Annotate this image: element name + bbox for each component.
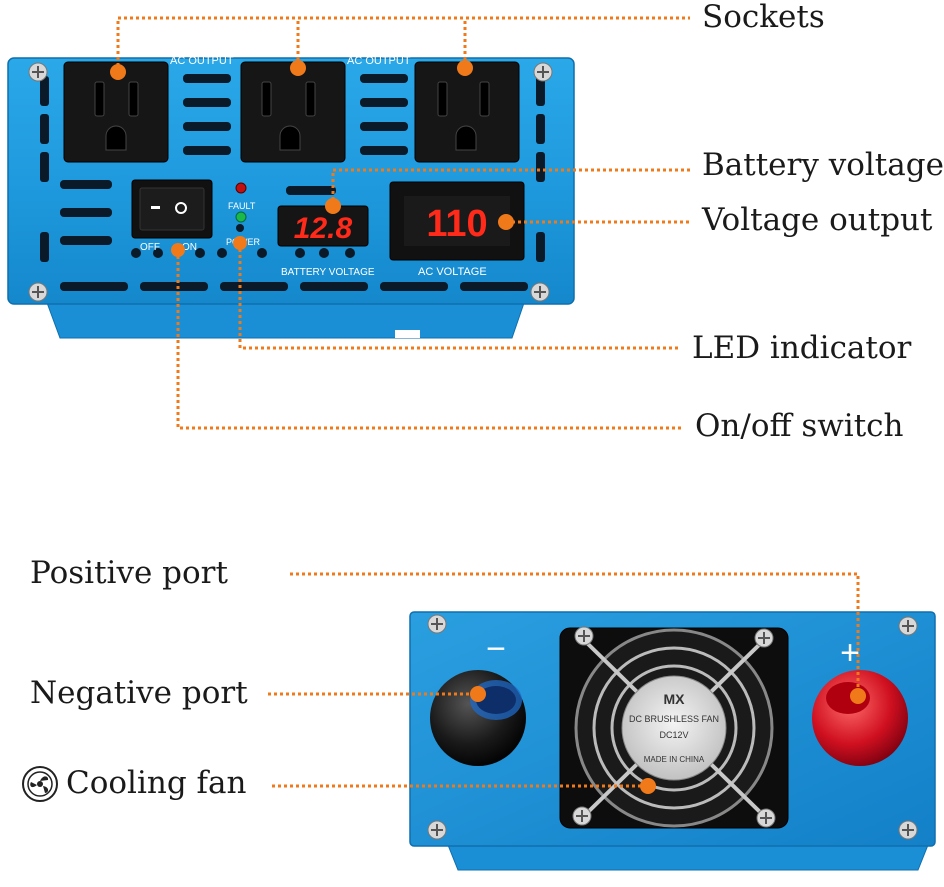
ac-socket-1 <box>63 61 169 163</box>
onoff-switch[interactable] <box>131 179 213 239</box>
ac-output-label-1: AC OUTPUT <box>170 55 234 67</box>
fan-voltage: DC12V <box>659 730 688 740</box>
callout-led-indicator: LED indicator <box>692 330 912 366</box>
battery-voltage-leader <box>331 168 692 206</box>
positive-port-leader <box>290 572 860 696</box>
leader-dots <box>110 60 866 794</box>
battery-voltage-display <box>277 205 369 247</box>
fan-icon <box>22 766 58 802</box>
leader-lines <box>116 16 860 788</box>
front-panel: AC OUTPUT AC OUTPUT OFF ON FAULT POWER 1… <box>7 55 575 339</box>
sockets-leader <box>116 16 690 72</box>
plus-symbol: + <box>840 634 860 672</box>
callout-onoff-switch: On/off switch <box>695 408 904 444</box>
power-led <box>235 211 247 223</box>
callout-negative-port: Negative port <box>30 675 248 711</box>
ac-socket-3 <box>414 61 520 163</box>
led-indicator-leader <box>238 243 678 350</box>
cooling-fan: MX DC BRUSHLESS FAN DC12V MADE IN CHINA <box>559 626 789 829</box>
fault-label: FAULT <box>228 201 256 211</box>
ac-voltage-label: AC VOLTAGE <box>418 266 487 278</box>
fault-led <box>235 182 247 194</box>
ac-output-label-2: AC OUTPUT <box>347 55 411 67</box>
callout-voltage-output: Voltage output <box>702 202 933 238</box>
rear-panel: MX DC BRUSHLESS FAN DC12V MADE IN CHINA … <box>409 611 936 871</box>
ac-socket-2 <box>240 61 346 163</box>
vent-slots <box>40 74 545 291</box>
callout-positive-port: Positive port <box>30 555 228 591</box>
screws <box>28 62 553 302</box>
fan-origin: MADE IN CHINA <box>644 755 705 764</box>
negative-terminal <box>430 670 526 766</box>
ac-voltage-readout: 110 <box>426 203 487 245</box>
callout-battery-voltage: Battery voltage <box>702 147 944 183</box>
rear-screws <box>427 614 918 840</box>
off-label: OFF <box>140 242 160 253</box>
battery-voltage-label: BATTERY VOLTAGE <box>281 267 375 278</box>
minus-symbol: − <box>486 630 506 668</box>
fan-brand: MX <box>664 691 686 707</box>
callout-sockets: Sockets <box>702 0 825 35</box>
callout-cooling-fan: Cooling fan <box>66 765 247 801</box>
on-label: ON <box>182 242 197 253</box>
positive-terminal <box>812 670 908 766</box>
fan-type: DC BRUSHLESS FAN <box>629 714 719 724</box>
battery-voltage-readout: 12.8 <box>294 212 353 245</box>
